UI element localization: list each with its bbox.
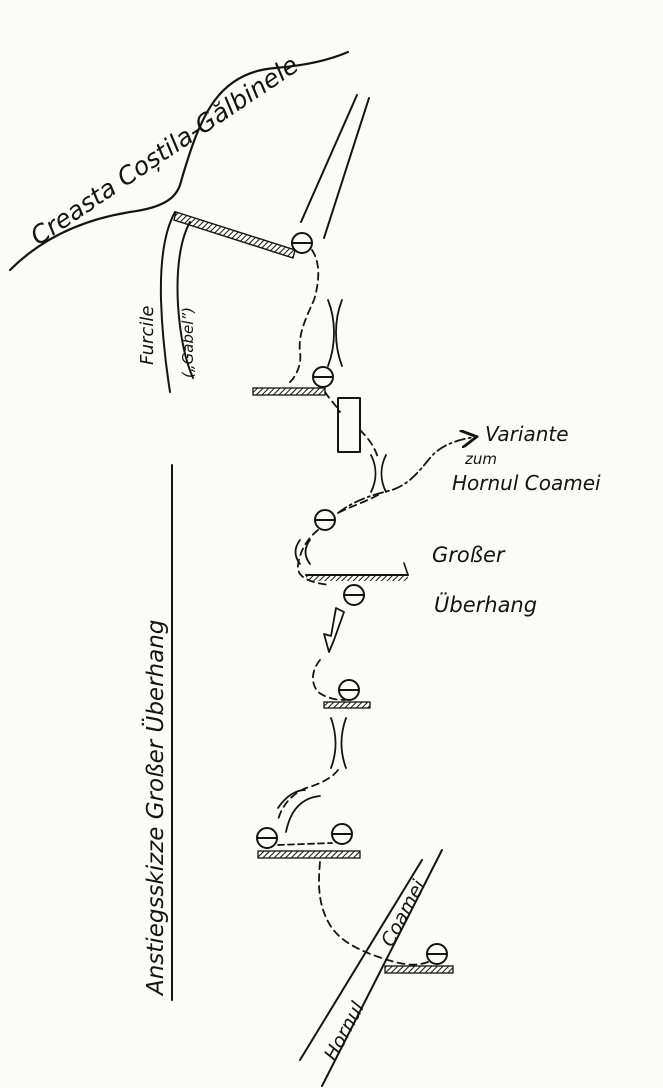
chimney-crack-icon <box>330 717 347 769</box>
ledge-2 <box>252 387 326 396</box>
belay-circle-icon <box>331 823 353 845</box>
variante-label-line3: Hornul Coamei <box>452 471 601 495</box>
hornul-label: Hornul <box>320 998 369 1065</box>
upper-line-right <box>323 97 370 239</box>
belay-circle-icon <box>338 679 360 701</box>
coamei-label: Coamei <box>377 876 431 951</box>
ledge-bottom <box>384 965 454 974</box>
variante-label-line2: zum <box>464 450 497 468</box>
route-dashed-1 <box>287 249 320 385</box>
belay-circle-icon <box>426 943 448 965</box>
curved-crack-1 <box>277 789 306 809</box>
ueberhang-label: Überhang <box>434 592 537 617</box>
variante-label-line1: Variante <box>485 422 569 446</box>
belay-circle-icon <box>343 584 365 606</box>
sketch-title: Anstiegsskizze Großer Überhang <box>141 620 169 997</box>
route-dashed-7 <box>277 769 339 821</box>
route-dashed-6 <box>312 659 346 701</box>
route-dashed-5 <box>297 529 331 586</box>
upper-line-left <box>300 94 358 223</box>
ledge-top <box>173 211 296 259</box>
hornul-line-right <box>321 849 443 1087</box>
traverse-dashed <box>277 842 333 846</box>
belay-circle-icon <box>312 366 334 388</box>
overhang-ledge <box>305 562 409 581</box>
chimney-crack-icon <box>370 454 387 493</box>
arrow-icon <box>323 607 345 653</box>
belay-circle-icon <box>291 232 313 254</box>
furcile-label: Furcile <box>137 306 158 365</box>
belay-circle-icon <box>256 827 278 849</box>
furcile-line-left <box>159 211 176 393</box>
ledge-4 <box>323 701 371 709</box>
route-dashed-8 <box>318 861 429 966</box>
gabel-label: („Gabel”) <box>179 307 197 378</box>
belay-circle-icon <box>314 509 336 531</box>
rock-block <box>337 397 361 453</box>
ridge-label: Creasta Coștila-Gălbinele <box>25 50 303 251</box>
variante-arrow <box>337 437 475 514</box>
route-dashed-4 <box>339 494 379 513</box>
route-dashed-2 <box>324 391 341 413</box>
ridge-line <box>8 50 350 272</box>
chimney-crack-icon <box>327 299 343 367</box>
chimney-crack-icon <box>294 539 311 565</box>
furcile-line-right <box>176 221 194 379</box>
ledge-5 <box>257 850 361 859</box>
hornul-line-left <box>299 859 423 1061</box>
route-dashed-3 <box>359 429 379 459</box>
curved-crack-2 <box>285 795 321 833</box>
grosser-label: Großer <box>432 543 506 567</box>
